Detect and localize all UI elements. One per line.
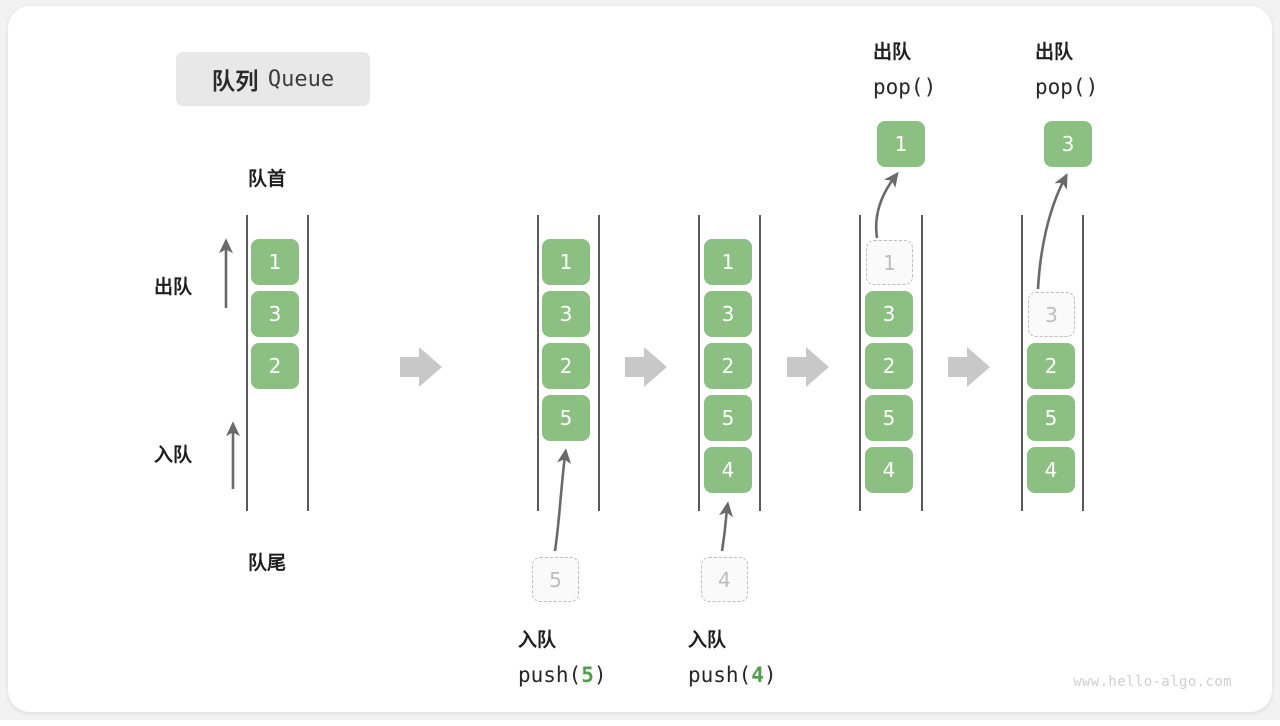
ghost-box-pop1: 1 <box>866 240 913 285</box>
arrow-overlay <box>218 171 1068 552</box>
push4-caption-cn: 入队 <box>688 630 727 651</box>
pop3-caption-code: pop() <box>1035 75 1099 99</box>
push5-arrow <box>553 448 571 552</box>
queue-cell: 2 <box>865 343 913 389</box>
queue-cell: 1 <box>704 239 752 285</box>
push5-caption: 入队 push(5) <box>518 624 607 692</box>
push5-caption-cn: 入队 <box>518 630 557 651</box>
ghost-box-push5: 5 <box>532 557 579 602</box>
queue-cell: 3 <box>542 291 590 337</box>
queue-cell: 3 <box>865 291 913 337</box>
push4-caption-code: push(4) <box>688 663 777 687</box>
queue-tail-label: 队尾 <box>248 553 287 574</box>
queue-cell: 5 <box>704 395 752 441</box>
title-cn: 队列 <box>211 68 259 94</box>
pop3-caption-cn: 出队 <box>1035 42 1074 63</box>
rail-right-p2 <box>598 215 600 511</box>
title-badge: 队列 Queue <box>176 52 370 106</box>
queue-cell: 1 <box>542 239 590 285</box>
pop1-caption-cn: 出队 <box>873 42 912 63</box>
queue-cell: 1 <box>251 239 299 285</box>
rail-right-p5 <box>1082 215 1084 511</box>
queue-cell-new: 4 <box>704 447 752 493</box>
queue-cell: 2 <box>704 343 752 389</box>
queue-cell: 3 <box>704 291 752 337</box>
watermark: www.hello-algo.com <box>1073 674 1232 690</box>
queue-cell: 2 <box>1027 343 1075 389</box>
queue-cell: 5 <box>1027 395 1075 441</box>
dequeue-side-label: 出队 <box>154 277 193 298</box>
queue-cell: 2 <box>251 343 299 389</box>
rail-left-p4 <box>859 215 861 511</box>
popped-box-3: 3 <box>1044 121 1092 167</box>
step-arrow-4 <box>948 347 990 387</box>
rail-right-p4 <box>921 215 923 511</box>
pop3-arrow <box>1036 173 1068 290</box>
pop1-arrow <box>874 171 899 239</box>
queue-cell: 4 <box>1027 447 1075 493</box>
rail-left-p1 <box>246 215 248 511</box>
rail-right-p1 <box>307 215 309 511</box>
title-en: Queue <box>267 66 335 92</box>
diagram-card: 队列 Queue 队首 队尾 出队 入队 1 3 2 1 3 2 5 5 入队 … <box>8 6 1272 712</box>
push4-arrow <box>719 501 733 552</box>
pop1-caption-code: pop() <box>873 75 937 99</box>
pop1-caption: 出队 pop() <box>873 36 936 104</box>
rail-left-p5 <box>1021 215 1023 511</box>
step-arrow-1 <box>400 347 442 387</box>
queue-cell: 4 <box>865 447 913 493</box>
enqueue-side-label: 入队 <box>154 445 193 466</box>
rail-left-p2 <box>537 215 539 511</box>
queue-head-label: 队首 <box>248 169 287 190</box>
ghost-box-pop3: 3 <box>1028 292 1075 337</box>
queue-cell: 2 <box>542 343 590 389</box>
step-arrow-2 <box>625 347 667 387</box>
popped-box-1: 1 <box>877 121 925 167</box>
push4-caption: 入队 push(4) <box>688 624 777 692</box>
queue-cell: 5 <box>865 395 913 441</box>
rail-right-p3 <box>759 215 761 511</box>
push5-caption-code: push(5) <box>518 663 607 687</box>
queue-cell: 3 <box>251 291 299 337</box>
ghost-box-push4: 4 <box>701 557 748 602</box>
queue-cell-new: 5 <box>542 395 590 441</box>
step-arrow-3 <box>787 347 829 387</box>
pop3-caption: 出队 pop() <box>1035 36 1098 104</box>
rail-left-p3 <box>698 215 700 511</box>
